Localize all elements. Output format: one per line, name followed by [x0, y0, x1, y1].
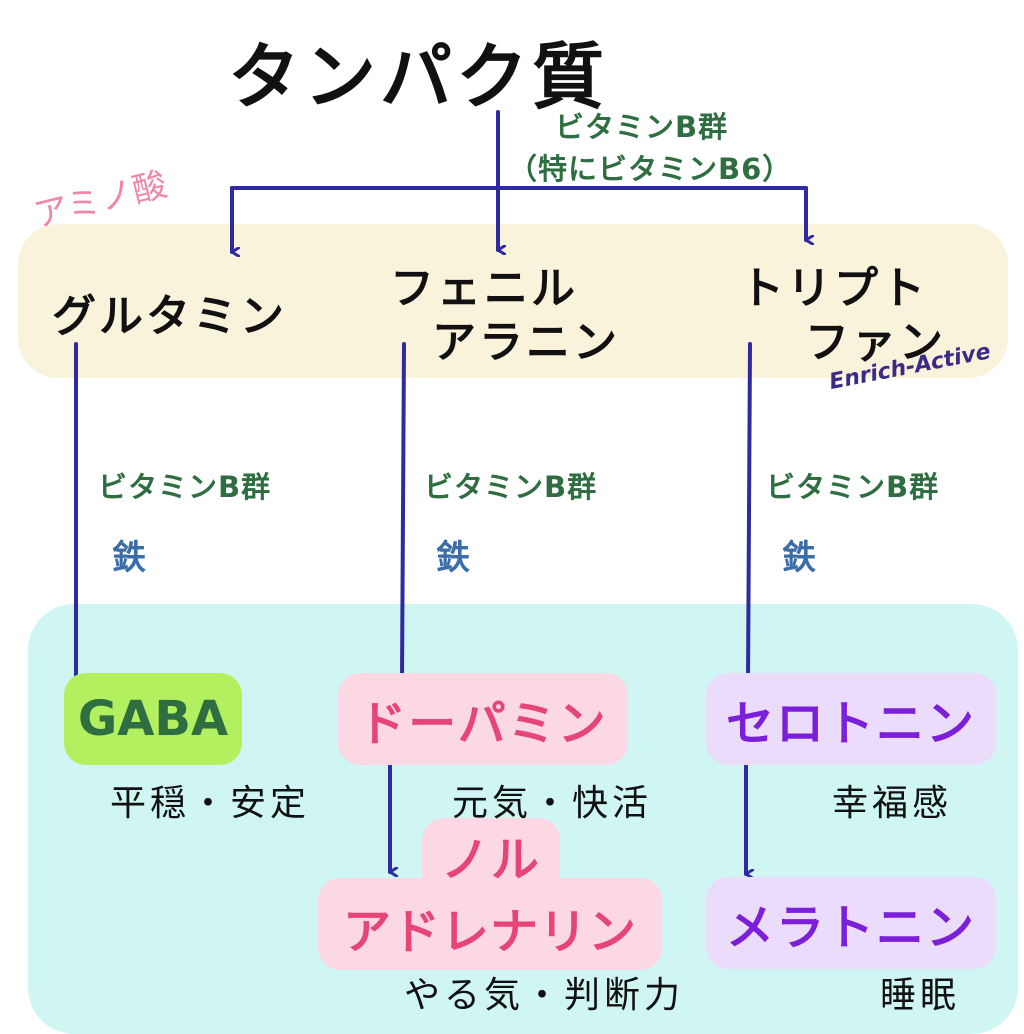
serotonin-box: セロトニン	[706, 673, 996, 765]
arrow-tryptophan-to-serotonin	[748, 342, 750, 682]
serotonin-effect: 幸福感	[832, 783, 953, 824]
amino-phenylalanine-line1: フェニル	[390, 263, 578, 314]
noradrenaline-effect: やる気・判断力	[404, 975, 685, 1016]
arrow-phenylalanine-to-dopamine	[402, 342, 404, 678]
amino-tryptophan-line2: ファン	[805, 317, 946, 368]
noradrenaline-label-line1: ノル	[440, 832, 541, 888]
dopamine-box: ドーパミン	[338, 673, 628, 765]
gaba-box: GABA	[64, 673, 242, 765]
cofactor-vitamin-3: ビタミンB群	[766, 470, 940, 504]
top-vitamin-note-detail: （特にビタミンB6）	[508, 152, 793, 186]
amino-phenylalanine-line2: アラニン	[432, 317, 620, 368]
top-vitamin-note: ビタミンB群	[555, 110, 729, 144]
dopamine-effect: 元気・快活	[452, 783, 653, 824]
cofactor-iron-1: 鉄	[112, 538, 146, 578]
cofactor-iron-3: 鉄	[782, 538, 816, 578]
cofactor-iron-2: 鉄	[436, 538, 470, 578]
noradrenaline-label-line2: アドレナリン	[342, 904, 637, 960]
amino-acid-band	[18, 224, 1008, 378]
melatonin-effect: 睡眠	[880, 975, 961, 1016]
melatonin-box: メラトニン	[706, 877, 996, 969]
amino-glutamine: グルタミン	[52, 291, 287, 342]
cofactor-vitamin-1: ビタミンB群	[98, 470, 272, 504]
noradrenaline-box	[318, 878, 662, 970]
gaba-effect: 平穏・安定	[110, 783, 311, 824]
diagram-title: タンパク質	[228, 35, 609, 119]
cofactor-vitamin-2: ビタミンB群	[424, 470, 598, 504]
amino-tryptophan-line1: トリプト	[740, 263, 928, 314]
